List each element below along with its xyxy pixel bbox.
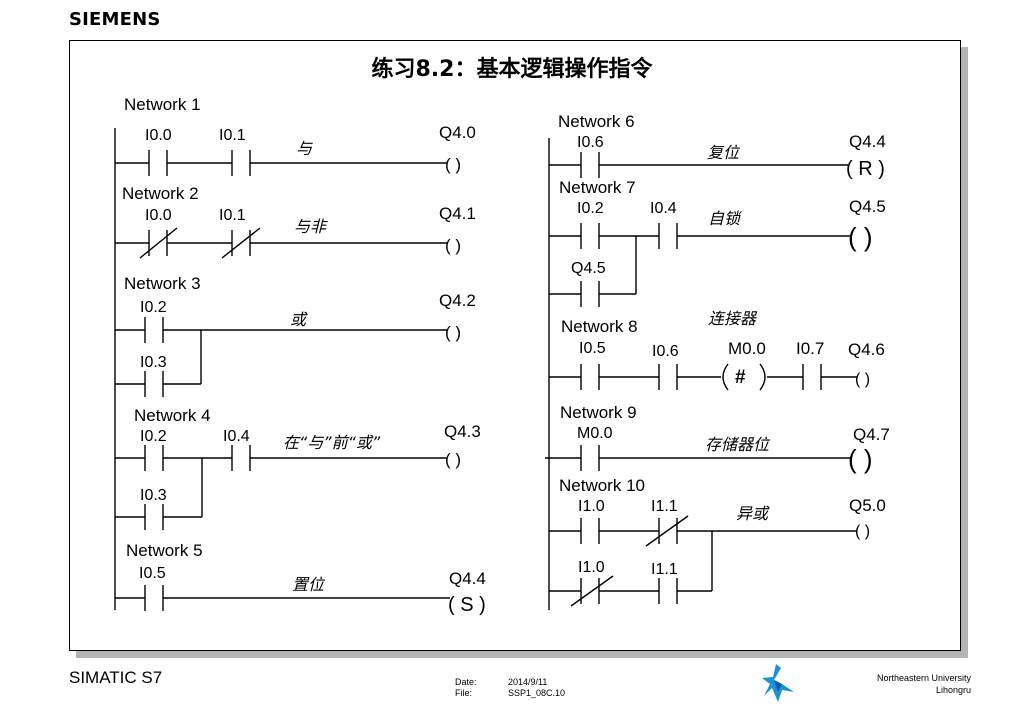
network-1: Network 1 I0.0 I0.1 与 Q4.0 ( )	[115, 95, 476, 176]
function-label: 或	[290, 310, 308, 329]
coil-label: Q4.5	[849, 197, 886, 216]
coil-symbol: ( )	[848, 444, 873, 474]
network-9: Network 9 M0.0 存储器位 Q4.7 ( )	[545, 403, 890, 474]
coil-symbol: ( )	[445, 236, 461, 255]
date-label: Date:	[455, 677, 477, 687]
network-10: Network 10 I1.0 I1.1 I1.0 I1.1 异或 Q5.0 (…	[549, 476, 886, 607]
contact-label: M0.0	[577, 425, 613, 442]
contact-label: I0.0	[145, 127, 172, 144]
function-label: 自锁	[708, 209, 742, 228]
contact-label: I0.1	[219, 207, 246, 224]
network-label: Network 2	[122, 184, 199, 203]
network-label: Network 3	[124, 274, 201, 293]
coil-symbol: ( )	[855, 371, 870, 388]
contact-label: I0.2	[140, 299, 167, 316]
date-value: 2014/9/11	[508, 677, 548, 687]
university-name: Northeastern University	[876, 673, 971, 683]
coil-symbol: ( )	[445, 323, 461, 342]
contact-label: I1.1	[651, 498, 678, 515]
network-8: Network 8 连接器 I0.5 I0.6 M0.0 I0.7 Q4.6 #…	[549, 309, 885, 391]
network-3: Network 3 I0.2 I0.3 或 Q4.2 ( )	[115, 274, 476, 397]
slide-frame	[69, 40, 961, 651]
function-label: 存储器位	[705, 435, 771, 454]
coil-label: Q4.0	[439, 123, 476, 142]
network-label: Network 7	[559, 178, 636, 197]
function-label: 与非	[294, 217, 328, 236]
coil-symbol: ( )	[855, 523, 870, 540]
contact-label: Q4.5	[571, 260, 606, 277]
function-label: 在“与”前“或”	[283, 433, 381, 452]
network-2: Network 2 I0.0 I0.1 与非 Q4.1 ( )	[115, 184, 476, 259]
network-label: Network 6	[558, 112, 635, 131]
contact-label: I0.3	[140, 354, 167, 371]
contact-label: I0.6	[577, 134, 604, 151]
coil-symbol: ( )	[848, 222, 873, 252]
coil-symbol: ( S )	[448, 594, 486, 616]
contact-label: I0.7	[796, 339, 824, 358]
contact-label: I1.0	[578, 498, 605, 515]
university-logo-icon	[762, 664, 794, 702]
contact-label: I1.0	[578, 559, 605, 576]
contact-label: I0.2	[140, 428, 167, 445]
contact-label: I0.5	[579, 340, 606, 357]
siemens-logo-text: SIEMENS	[69, 9, 161, 30]
function-label: 异或	[736, 504, 770, 523]
contact-label: M0.0	[728, 339, 766, 358]
coil-label: Q4.4	[849, 132, 886, 151]
function-label: 与	[296, 139, 313, 158]
contact-label: I0.4	[650, 200, 677, 217]
network-6: Network 6 I0.6 复位 Q4.4 ( R )	[549, 112, 886, 180]
contact-label: I0.3	[140, 487, 167, 504]
contact-label: I1.1	[651, 561, 678, 578]
network-label: Network 8	[561, 317, 638, 336]
file-label: File:	[455, 688, 473, 698]
product-name: SIMATIC S7	[69, 668, 163, 687]
contact-label: I0.1	[219, 127, 246, 144]
network-7: Network 7 I0.2 I0.4 Q4.5 自锁 Q4.5 ( )	[549, 178, 886, 307]
function-label: 复位	[707, 143, 741, 162]
coil-label: Q4.7	[853, 425, 890, 444]
file-value: SSP1_08C.10	[508, 688, 566, 698]
network-5: Network 5 I0.5 置位 Q4.4 ( S )	[115, 541, 486, 616]
contact-label: I0.5	[139, 565, 166, 582]
coil-symbol: ( )	[445, 450, 461, 469]
slide-title: 练习8.2：基本逻辑操作指令	[372, 56, 654, 82]
coil-label: Q5.0	[849, 496, 886, 515]
contact-label: I0.6	[652, 343, 679, 360]
coil-label: Q4.6	[848, 340, 885, 359]
network-label: Network 1	[124, 95, 201, 114]
university-credit: Northeastern University Lihongru	[877, 672, 971, 696]
network-label: Network 9	[560, 403, 637, 422]
network-4: Network 4 I0.2 I0.4 I0.3 在“与”前“或” Q4.3 (…	[115, 406, 481, 530]
contact-label: I0.2	[577, 200, 604, 217]
coil-symbol: ( )	[445, 155, 461, 174]
coil-symbol: ( R )	[846, 158, 885, 180]
contact-label: I0.0	[145, 207, 172, 224]
coil-label: Q4.1	[439, 204, 476, 223]
network-label: Network 5	[126, 541, 203, 560]
contact-label: I0.4	[223, 428, 250, 445]
connector-symbol: #	[735, 367, 746, 388]
function-label: 连接器	[708, 309, 758, 328]
function-label: 置位	[292, 575, 326, 594]
coil-label: Q4.3	[444, 422, 481, 441]
network-label: Network 4	[134, 406, 211, 425]
network-label: Network 10	[559, 476, 645, 495]
coil-label: Q4.2	[439, 291, 476, 310]
coil-label: Q4.4	[449, 569, 486, 588]
author-name: Lihongru	[935, 685, 971, 695]
